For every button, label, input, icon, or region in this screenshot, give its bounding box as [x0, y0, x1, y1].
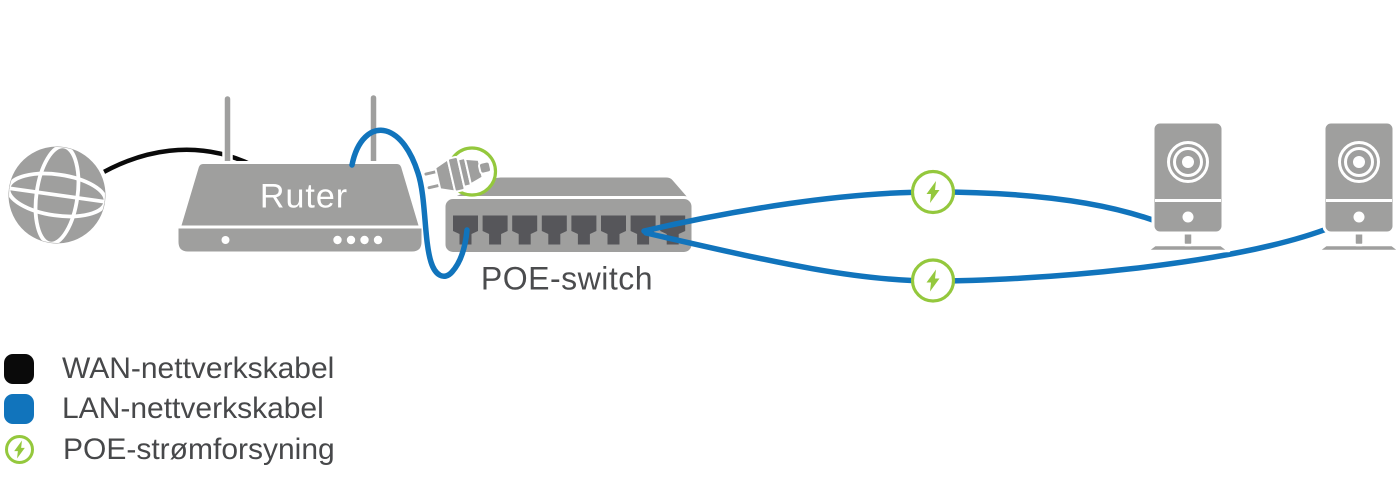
router-device [175, 92, 425, 255]
poe-lightning-icon [5, 435, 34, 464]
legend-label-lan: LAN-nettverkskabel [62, 392, 324, 425]
lan-cable-switch-to-camera-1 [641, 189, 1161, 234]
wan-cable-swatch [4, 354, 34, 384]
camera-2-icon [1316, 120, 1400, 253]
poe-power-icon [910, 169, 956, 215]
router-led [333, 235, 342, 245]
camera-base [1145, 243, 1231, 253]
camera-lens-icon [1344, 147, 1374, 177]
cable-legend: WAN-nettverkskabel LAN-nettverkskabel PO… [4, 352, 335, 466]
camera-1-icon [1145, 120, 1231, 253]
lan-cable-switch-to-camera-2 [643, 224, 1335, 284]
legend-label-wan: WAN-nettverkskabel [62, 352, 335, 385]
lan-cable-router-to-switch [349, 127, 470, 279]
poe-switch-label: POE-switch [480, 260, 654, 297]
legend-item-wan: WAN-nettverkskabel [4, 352, 335, 385]
camera-status-dot [1182, 211, 1194, 223]
router-antenna-left [222, 93, 233, 169]
camera-lens-icon [1338, 141, 1380, 183]
router-led [221, 236, 230, 244]
router-led [346, 235, 356, 245]
power-plug-icon [422, 146, 498, 197]
legend-item-lan: LAN-nettverkskabel [4, 392, 335, 425]
switch-front-face [442, 196, 695, 255]
router-front-face [175, 225, 425, 255]
poe-power-icon [910, 258, 956, 303]
camera-lens-icon [1353, 156, 1365, 168]
lan-cable-swatch [4, 394, 34, 424]
camera-lens-icon [1182, 156, 1194, 168]
globe-icon [4, 142, 110, 248]
router-led [373, 235, 383, 245]
camera-body [1151, 120, 1225, 235]
camera-lens-icon [1167, 141, 1209, 183]
camera-status-dot [1353, 211, 1365, 223]
router-label: Ruter [259, 177, 349, 216]
camera-body [1322, 120, 1396, 235]
legend-item-poe: POE-strømforsyning [4, 432, 335, 466]
legend-label-poe: POE-strømforsyning [63, 432, 335, 466]
camera-base [1316, 243, 1400, 253]
router-led [360, 235, 369, 245]
camera-lens-icon [1173, 147, 1203, 177]
poe-switch-device [442, 174, 695, 255]
